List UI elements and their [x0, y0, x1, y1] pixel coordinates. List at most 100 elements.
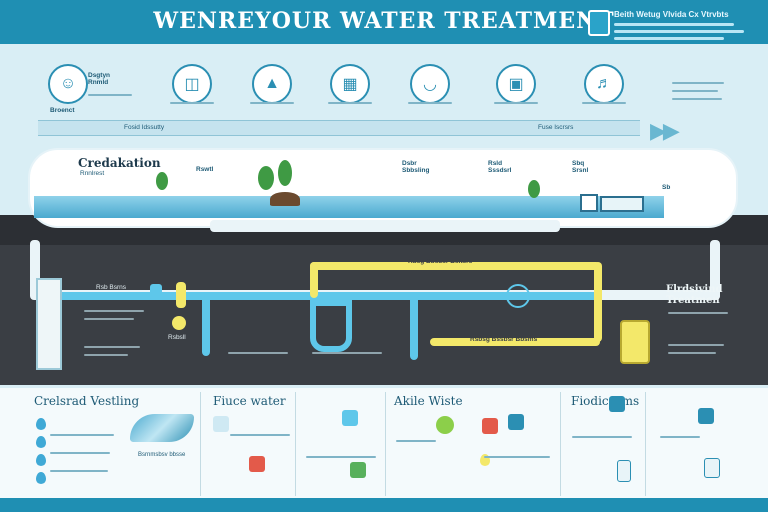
text-line: [672, 90, 718, 92]
tree-icon: [528, 180, 540, 198]
brand-block: Beith Wetug Vlvida Cx Vtrvbts: [588, 8, 758, 40]
text-line: [668, 312, 728, 314]
bottom-col-2: Fiuce water: [205, 392, 296, 496]
text-line: [84, 310, 144, 312]
text-line: [230, 434, 290, 436]
blue-pipe: [410, 296, 418, 360]
text-line: [50, 434, 114, 436]
col-title: Fiuce water: [213, 394, 286, 408]
white-pipe: [710, 240, 720, 300]
band-right-label: Fuse Iscrsrs: [538, 124, 574, 131]
text-line: [312, 352, 382, 354]
left-pipe-label: Rsbsll: [168, 334, 186, 341]
plant-building-icon: [600, 196, 644, 212]
text-line: [572, 436, 632, 438]
bowl-icon: ◡: [410, 64, 450, 104]
filter-icon: ▦: [330, 64, 370, 104]
text-line: [668, 344, 724, 346]
band-left-label: Fosid Idssutty: [124, 124, 165, 131]
yellow-pipe-label: Rbsg Bbsbsr Bsltsrs: [408, 258, 473, 265]
text-line: [672, 98, 722, 100]
person-icon: ☺: [48, 64, 88, 104]
text-line: [484, 456, 550, 458]
step-6: ▣: [484, 64, 544, 134]
glass-icon: [704, 458, 720, 478]
storage-tank-icon: [36, 278, 62, 370]
river-side-label: Sb: [662, 184, 671, 191]
col-title: Akile Wiste: [394, 394, 463, 408]
bottom-col-6: [650, 392, 760, 496]
river-subtitle: Rnnlrest: [80, 170, 105, 177]
text-line: [672, 82, 724, 84]
footer-bar: [0, 498, 768, 512]
brand-line: [614, 37, 724, 40]
river-item-4: Sbq Srsnl: [572, 160, 589, 174]
blue-pipe: [40, 292, 600, 300]
jar-icon: ◫: [172, 64, 212, 104]
house-icon: [580, 194, 598, 212]
step-5: ◡: [398, 64, 458, 134]
text-line: [250, 102, 294, 104]
step-4: ▦: [318, 64, 378, 134]
shield-icon: [588, 10, 610, 36]
bottles-icon: ♬: [584, 64, 624, 104]
cup-icon: [482, 418, 498, 434]
drop-icon: [36, 436, 46, 448]
text-line: [84, 346, 140, 348]
step-2: ◫: [160, 64, 220, 134]
jug-icon: [698, 408, 714, 424]
blue-pipe: [310, 300, 352, 352]
text-line: [582, 102, 626, 104]
brand-text: Beith Wetug Vlvida Cx Vtrvbts: [614, 10, 729, 19]
plant-icon: [350, 462, 366, 478]
text-line: [170, 102, 214, 104]
bottom-col-3: [300, 392, 386, 496]
band-start-label: Broenct: [50, 107, 75, 114]
yellow-pipe: [310, 262, 600, 270]
yellow-pipe-label-2: Rsbsg Bssbsr Bbsms: [470, 336, 538, 343]
step-1: ☺: [36, 64, 96, 134]
drop-icon: [36, 418, 46, 430]
yellow-pipe: [430, 338, 600, 346]
bucket-icon: [508, 414, 524, 430]
bottles-icon: [609, 396, 625, 412]
yellow-pipe: [594, 262, 602, 342]
text-line: [50, 452, 110, 454]
bottle-icon: ▲: [252, 64, 292, 104]
step-3: ▲: [240, 64, 300, 134]
text-line: [396, 440, 436, 442]
tap-icon: [213, 416, 229, 432]
tank-icon: ▣: [496, 64, 536, 104]
text-line: [228, 352, 288, 354]
river-item-1: Rswtl: [196, 166, 214, 173]
tree-icon: [258, 166, 274, 190]
drop-icon: [480, 454, 490, 466]
wave-icon: [130, 414, 194, 442]
drop-icon: [36, 472, 46, 484]
bottom-panel: [0, 388, 768, 498]
treatment-title: Flrdsivind Treatmen: [666, 284, 723, 306]
soil-mound: [270, 192, 300, 206]
tube-icon: [617, 460, 631, 482]
river-item-2: Dsbr Sbbsling: [402, 160, 430, 174]
river-title: Credakation: [78, 156, 161, 170]
valve-icon: [150, 284, 162, 300]
tree-icon: [278, 160, 292, 186]
river-water: [34, 196, 664, 218]
text-line: [50, 470, 108, 472]
text-line: [408, 102, 452, 104]
text-line: [84, 318, 134, 320]
yellow-valve: [176, 282, 186, 308]
white-pipe: [30, 240, 40, 300]
col-title: Fiodic Ifms: [571, 394, 640, 408]
col-title: Crelsrad Vestling: [34, 394, 140, 408]
text-line: [494, 102, 538, 104]
brand-line: [614, 30, 744, 33]
bottom-col-5: Fiodic Ifms: [565, 392, 646, 496]
pump-icon: [506, 284, 530, 308]
step-1-label: Dsgtyn Rnmld: [88, 72, 111, 86]
white-pipe: [210, 220, 560, 232]
step-7: ♬: [572, 64, 632, 134]
step-band: Fosid Idssutty Fuse Iscrsrs: [38, 120, 640, 136]
text-line: [328, 102, 372, 104]
